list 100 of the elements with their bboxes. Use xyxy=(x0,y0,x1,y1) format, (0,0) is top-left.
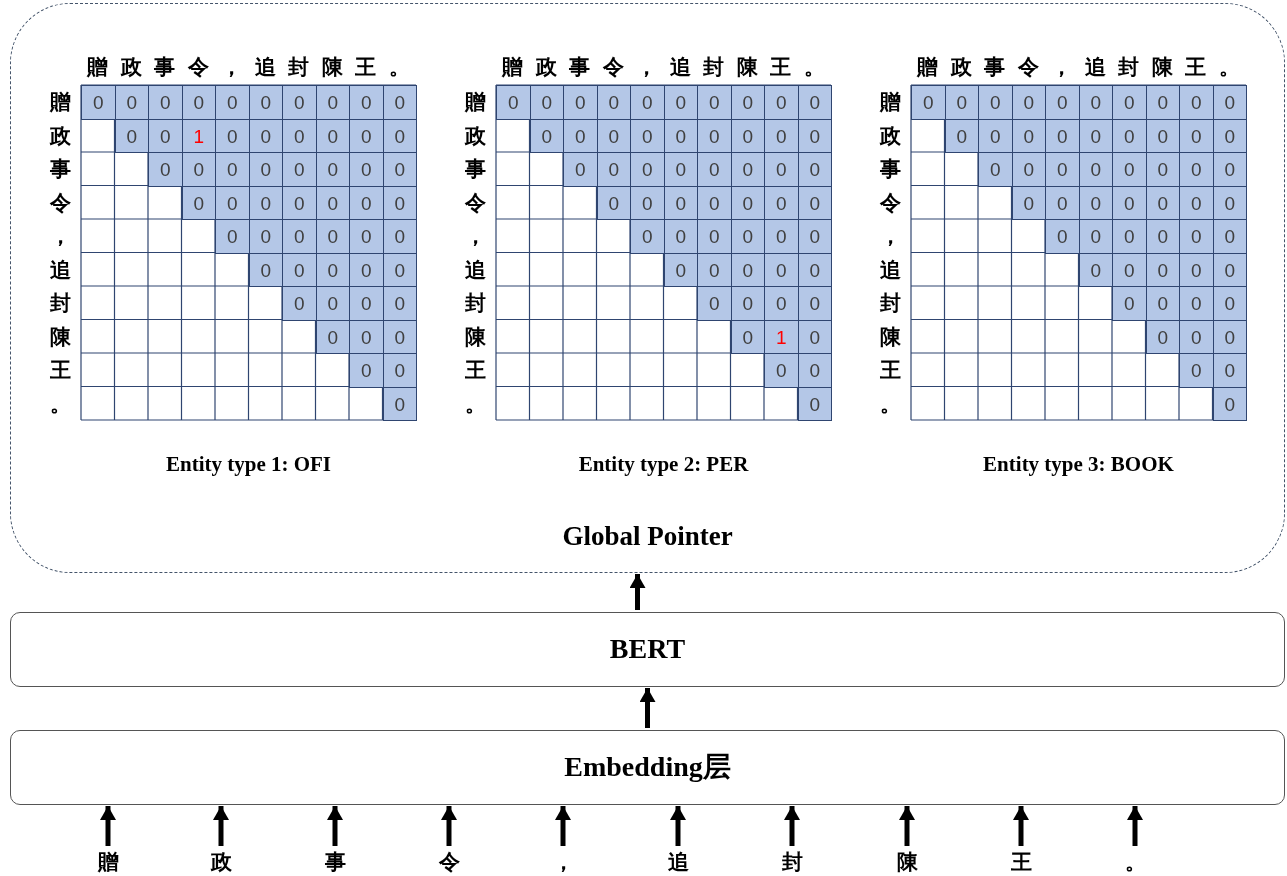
matrix-cell: 0 xyxy=(349,286,384,321)
matrix-cell: 0 xyxy=(215,85,250,120)
arrow xyxy=(1013,806,1029,846)
row-header: 贈 xyxy=(878,88,902,116)
row-header: 追 xyxy=(48,255,72,284)
row-header: 政 xyxy=(878,121,902,150)
matrix-cell: 0 xyxy=(382,152,417,187)
matrix-cell: 0 xyxy=(1112,219,1147,254)
matrix-cell: 0 xyxy=(764,353,799,388)
row-header: 陳 xyxy=(463,322,487,351)
matrix-cell: 0 xyxy=(797,152,832,187)
column-header: 政 xyxy=(949,53,973,81)
matrix-cell: 0 xyxy=(1112,286,1147,321)
matrix-cell: 0 xyxy=(1112,152,1147,187)
input-token: 陳 xyxy=(896,848,918,876)
column-header: 追 xyxy=(668,53,692,81)
input-token: ， xyxy=(552,848,574,876)
matrix-cell: 0 xyxy=(563,152,598,187)
layer-box: Embedding层 xyxy=(10,730,1285,805)
row-header: 追 xyxy=(463,255,487,284)
arrow xyxy=(670,806,686,846)
row-header: 令 xyxy=(48,188,72,217)
matrix-cell: 0 xyxy=(697,219,732,254)
row-header: ， xyxy=(878,222,902,250)
matrix-cell: 0 xyxy=(215,219,250,254)
row-header: 贈 xyxy=(463,88,487,116)
column-header: 贈 xyxy=(85,53,110,81)
matrix-cell: 0 xyxy=(81,85,116,120)
arrow xyxy=(555,806,571,846)
input-token: 贈 xyxy=(97,848,119,876)
row-header: 王 xyxy=(48,356,72,384)
matrix-cell: 0 xyxy=(382,85,417,120)
input-token: 追 xyxy=(667,848,689,876)
row-header: 陳 xyxy=(878,322,902,351)
matrix-cell: 0 xyxy=(563,85,598,120)
column-header: 事 xyxy=(568,53,592,81)
matrix-cell: 0 xyxy=(349,85,384,120)
column-header: 政 xyxy=(534,53,558,81)
column-header: 事 xyxy=(153,53,177,81)
column-header: 陳 xyxy=(1150,53,1174,81)
matrix-cell: 0 xyxy=(1179,219,1214,254)
column-header: 贈 xyxy=(915,53,940,81)
input-token: 封 xyxy=(781,848,803,876)
row-header: ， xyxy=(48,222,72,250)
matrix-cell: 0 xyxy=(1179,353,1214,388)
matrix-cell: 0 xyxy=(1045,219,1080,254)
arrow xyxy=(639,688,656,728)
column-header: 封 xyxy=(287,53,311,81)
column-header: 。 xyxy=(802,53,826,81)
matrix-cell: 0 xyxy=(1045,152,1080,187)
input-token: 。 xyxy=(1124,848,1146,876)
row-header: 事 xyxy=(463,155,487,183)
matrix-cell: 0 xyxy=(282,85,317,120)
input-token: 事 xyxy=(324,848,346,876)
matrix-cell: 0 xyxy=(382,353,417,388)
layer-box: BERT xyxy=(10,612,1285,687)
column-header: 王 xyxy=(769,53,793,81)
matrix-cell: 0 xyxy=(630,219,665,254)
matrix-cell: 0 xyxy=(764,152,799,187)
matrix-cell: 0 xyxy=(911,85,946,120)
column-header: ， xyxy=(220,53,244,81)
matrix-cell: 0 xyxy=(1179,85,1214,120)
arrow xyxy=(629,574,646,610)
row-header: 王 xyxy=(463,356,487,384)
row-header: 。 xyxy=(878,389,902,418)
matrix-cell: 0 xyxy=(282,152,317,187)
matrix-cell: 0 xyxy=(764,85,799,120)
matrix-cell: 0 xyxy=(797,286,832,321)
column-header: 令 xyxy=(601,53,625,81)
column-header: 追 xyxy=(253,53,277,81)
module-box xyxy=(10,3,1285,573)
matrix-caption: Entity type 2: PER xyxy=(578,452,749,477)
matrix-cell: 0 xyxy=(697,152,732,187)
matrix-caption: Entity type 3: BOOK xyxy=(983,452,1174,477)
column-header: 。 xyxy=(387,53,411,81)
row-header: 事 xyxy=(878,155,902,183)
row-header: 政 xyxy=(463,121,487,150)
matrix-cell: 0 xyxy=(1045,85,1080,120)
matrix-cell: 0 xyxy=(697,286,732,321)
row-header: 封 xyxy=(48,289,72,317)
matrix-cell: 0 xyxy=(1112,85,1147,120)
column-header: 王 xyxy=(354,53,378,81)
row-header: 令 xyxy=(878,188,902,217)
matrix-cell: 0 xyxy=(1179,286,1214,321)
matrix-cell: 0 xyxy=(630,152,665,187)
arrow xyxy=(327,806,343,846)
module-title: Global Pointer xyxy=(562,521,733,552)
row-header: ， xyxy=(463,222,487,250)
matrix-cell: 0 xyxy=(978,152,1013,187)
matrix-cell: 0 xyxy=(382,219,417,254)
column-header: 。 xyxy=(1217,53,1241,81)
arrow xyxy=(213,806,229,846)
matrix-cell: 0 xyxy=(1212,85,1247,120)
column-header: 陳 xyxy=(735,53,759,81)
matrix-cell: 0 xyxy=(764,219,799,254)
matrix-cell: 0 xyxy=(349,152,384,187)
matrix-cell: 0 xyxy=(797,219,832,254)
matrix-cell: 0 xyxy=(282,286,317,321)
column-header: 封 xyxy=(702,53,726,81)
matrix-cell: 0 xyxy=(978,85,1013,120)
